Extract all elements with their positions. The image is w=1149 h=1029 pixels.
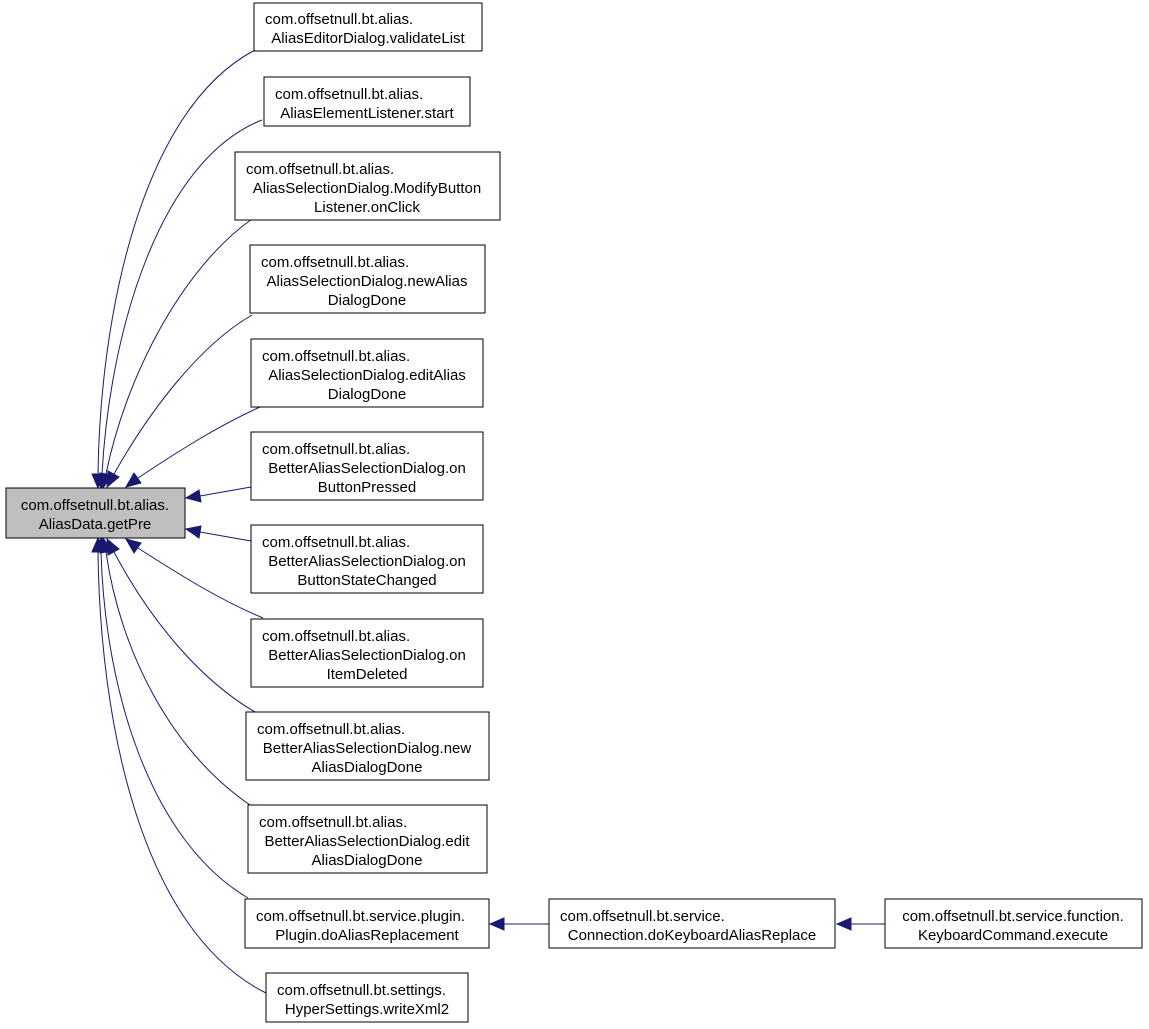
edge-doAliasReplacement (94, 536, 249, 899)
node-newAliasDialogDone[interactable]: com.offsetnull.bt.alias. AliasSelectionD… (249, 244, 486, 314)
node-label-line: BetterAliasSelectionDialog.on (268, 553, 466, 570)
node-label-line: com.offsetnull.bt.alias. (261, 254, 409, 271)
node-label-line: Listener.onClick (314, 199, 420, 216)
node-writeXml2[interactable]: com.offsetnull.bt.settings. HyperSetting… (265, 972, 469, 1023)
node-label-line: com.offsetnull.bt.alias. (265, 11, 413, 28)
node-label-line: BetterAliasSelectionDialog.on (268, 647, 466, 664)
node-betterNewAliasDialogDone[interactable]: com.offsetnull.bt.alias. BetterAliasSele… (245, 711, 490, 781)
node-label-line: BetterAliasSelectionDialog.edit (264, 833, 470, 850)
node-label-line: com.offsetnull.bt.alias. (262, 534, 410, 551)
node-label-line: com.offsetnull.bt.service.plugin. (256, 908, 465, 925)
node-label-line: KeyboardCommand.execute (918, 927, 1108, 944)
node-label-line: AliasSelectionDialog.newAlias (267, 273, 468, 290)
node-label-line: AliasElementListener.start (280, 105, 454, 122)
node-execute[interactable]: com.offsetnull.bt.service.function. Keyb… (884, 898, 1143, 949)
node-label-line: ButtonPressed (318, 479, 416, 496)
node-editAliasDialogDone[interactable]: com.offsetnull.bt.alias. AliasSelectionD… (250, 338, 484, 408)
node-label-line: AliasSelectionDialog.ModifyButton (253, 180, 481, 197)
edge-betterNewAliasDialogDone (106, 537, 256, 713)
node-label-line: com.offsetnull.bt.alias. (262, 348, 410, 365)
node-label-line: com.offsetnull.bt.service.function. (902, 908, 1124, 925)
node-label-line: BetterAliasSelectionDialog.on (268, 460, 466, 477)
edge-newAliasDialogDone (106, 314, 253, 489)
edge-doKeyboardAliasReplace (488, 917, 549, 931)
node-label-line: Plugin.doAliasReplacement (275, 927, 459, 944)
node-label-line: DialogDone (328, 292, 406, 309)
node-label-line: com.offsetnull.bt.alias. (262, 441, 410, 458)
edge-execute (835, 917, 885, 931)
node-onButtonStateChanged[interactable]: com.offsetnull.bt.alias. BetterAliasSele… (250, 524, 484, 594)
edge-onButtonPressed (184, 486, 252, 503)
node-label-line: AliasDialogDone (312, 759, 423, 776)
edge-modifyOnClick (99, 218, 253, 490)
edge-writeXml2 (91, 536, 267, 994)
node-doAliasReplacement[interactable]: com.offsetnull.bt.service.plugin. Plugin… (244, 898, 490, 949)
edge-onItemDeleted (124, 538, 264, 619)
node-validateList[interactable]: com.offsetnull.bt.alias. AliasEditorDial… (253, 2, 483, 52)
node-label-line: com.offsetnull.bt.alias. (257, 721, 405, 738)
node-label-line: AliasDialogDone (312, 852, 423, 869)
node-label-line: BetterAliasSelectionDialog.new (263, 740, 472, 757)
node-doKeyboardAliasReplace[interactable]: com.offsetnull.bt.service. Connection.do… (548, 898, 836, 949)
node-onItemDeleted[interactable]: com.offsetnull.bt.alias. BetterAliasSele… (250, 618, 484, 688)
node-label-line: com.offsetnull.bt.settings. (277, 982, 446, 999)
edge-editAliasDialogDone (124, 406, 261, 488)
node-label-line: com.offsetnull.bt.alias. (262, 628, 410, 645)
edge-validateList (91, 49, 256, 490)
node-onButtonPressed[interactable]: com.offsetnull.bt.alias. BetterAliasSele… (250, 431, 484, 501)
edge-onButtonStateChanged (184, 525, 252, 542)
node-start[interactable]: com.offsetnull.bt.alias. AliasElementLis… (263, 76, 471, 127)
node-label-line: com.offsetnull.bt.service. (560, 908, 725, 925)
node-label-line: HyperSettings.writeXml2 (285, 1001, 449, 1018)
node-label-line: AliasSelectionDialog.editAlias (268, 367, 466, 384)
node-label-line: AliasData.getPre (39, 516, 152, 533)
node-label-line: com.offsetnull.bt.alias. (246, 161, 394, 178)
node-label-line: com.offsetnull.bt.alias. (275, 86, 423, 103)
node-label-line: ButtonStateChanged (297, 572, 436, 589)
node-betterEditAliasDialogDone[interactable]: com.offsetnull.bt.alias. BetterAliasSele… (247, 804, 488, 874)
node-modifyOnClick[interactable]: com.offsetnull.bt.alias. AliasSelectionD… (234, 151, 501, 221)
node-label-line: ItemDeleted (327, 666, 408, 683)
node-label-line: AliasEditorDialog.validateList (271, 30, 465, 47)
node-label-line: DialogDone (328, 386, 406, 403)
node-label-line: Connection.doKeyboardAliasReplace (568, 927, 817, 944)
node-getPre[interactable]: com.offsetnull.bt.alias. AliasData.getPr… (5, 487, 186, 539)
node-label-line: com.offsetnull.bt.alias. (21, 497, 169, 514)
node-label-line: com.offsetnull.bt.alias. (259, 814, 407, 831)
